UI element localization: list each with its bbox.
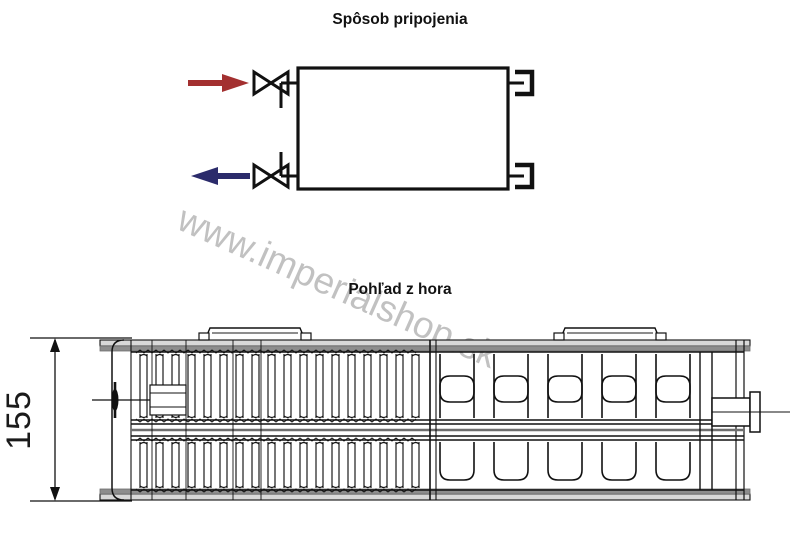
fin-serration-bottom (135, 418, 417, 423)
connection-title: Spôsob pripojenia (332, 11, 468, 28)
construction-lines (151, 340, 262, 500)
dimension-value: 155 (0, 390, 38, 450)
dimension-155-group: 155 (0, 337, 132, 502)
supply-arrow-right-icon (188, 74, 249, 92)
outlet-nipple-icon (711, 391, 790, 433)
connection-scheme-group: Spôsob pripojenia (188, 11, 535, 191)
panel-profile-lower-right (439, 442, 691, 481)
fin-serration-top (135, 349, 417, 354)
mounting-bracket-left (198, 327, 312, 341)
return-connection-group (191, 152, 298, 190)
supply-connection-group (188, 69, 298, 108)
panel-profile-upper-right (439, 354, 691, 418)
radiator-topview (92, 327, 790, 501)
dimension-arrow-down-icon (50, 487, 60, 501)
topview-title: Pohľad z hora (348, 281, 452, 298)
convector-fins-upper-left (135, 349, 420, 423)
return-arrow-left-icon (191, 167, 250, 185)
mid-separator-band (131, 423, 744, 437)
return-valve-icon (252, 162, 290, 190)
right-ports-group (508, 69, 535, 190)
right-port-bottom-icon (508, 162, 535, 190)
mounting-bracket-right (553, 327, 667, 341)
left-end-cap (111, 339, 132, 501)
topview-group: Pohľad z hora 155 (0, 281, 790, 502)
panel-row-upper (131, 349, 744, 423)
radiator-body-outline (296, 66, 510, 191)
top-cover-plate (99, 339, 751, 347)
inner-detail-block (149, 384, 187, 416)
right-port-top-icon (508, 69, 535, 97)
supply-valve-icon (252, 69, 290, 97)
fin-serration-lower-top (135, 437, 417, 442)
bottom-cover-plate (99, 493, 751, 501)
panel-row-lower (131, 437, 744, 493)
bottom-cover-shadow (99, 488, 751, 495)
top-cover-shadow (99, 345, 751, 352)
convector-fins-lower-left (139, 441, 420, 489)
fin-serration-lower-bottom (135, 488, 417, 493)
dimension-arrow-up-icon (50, 338, 60, 352)
